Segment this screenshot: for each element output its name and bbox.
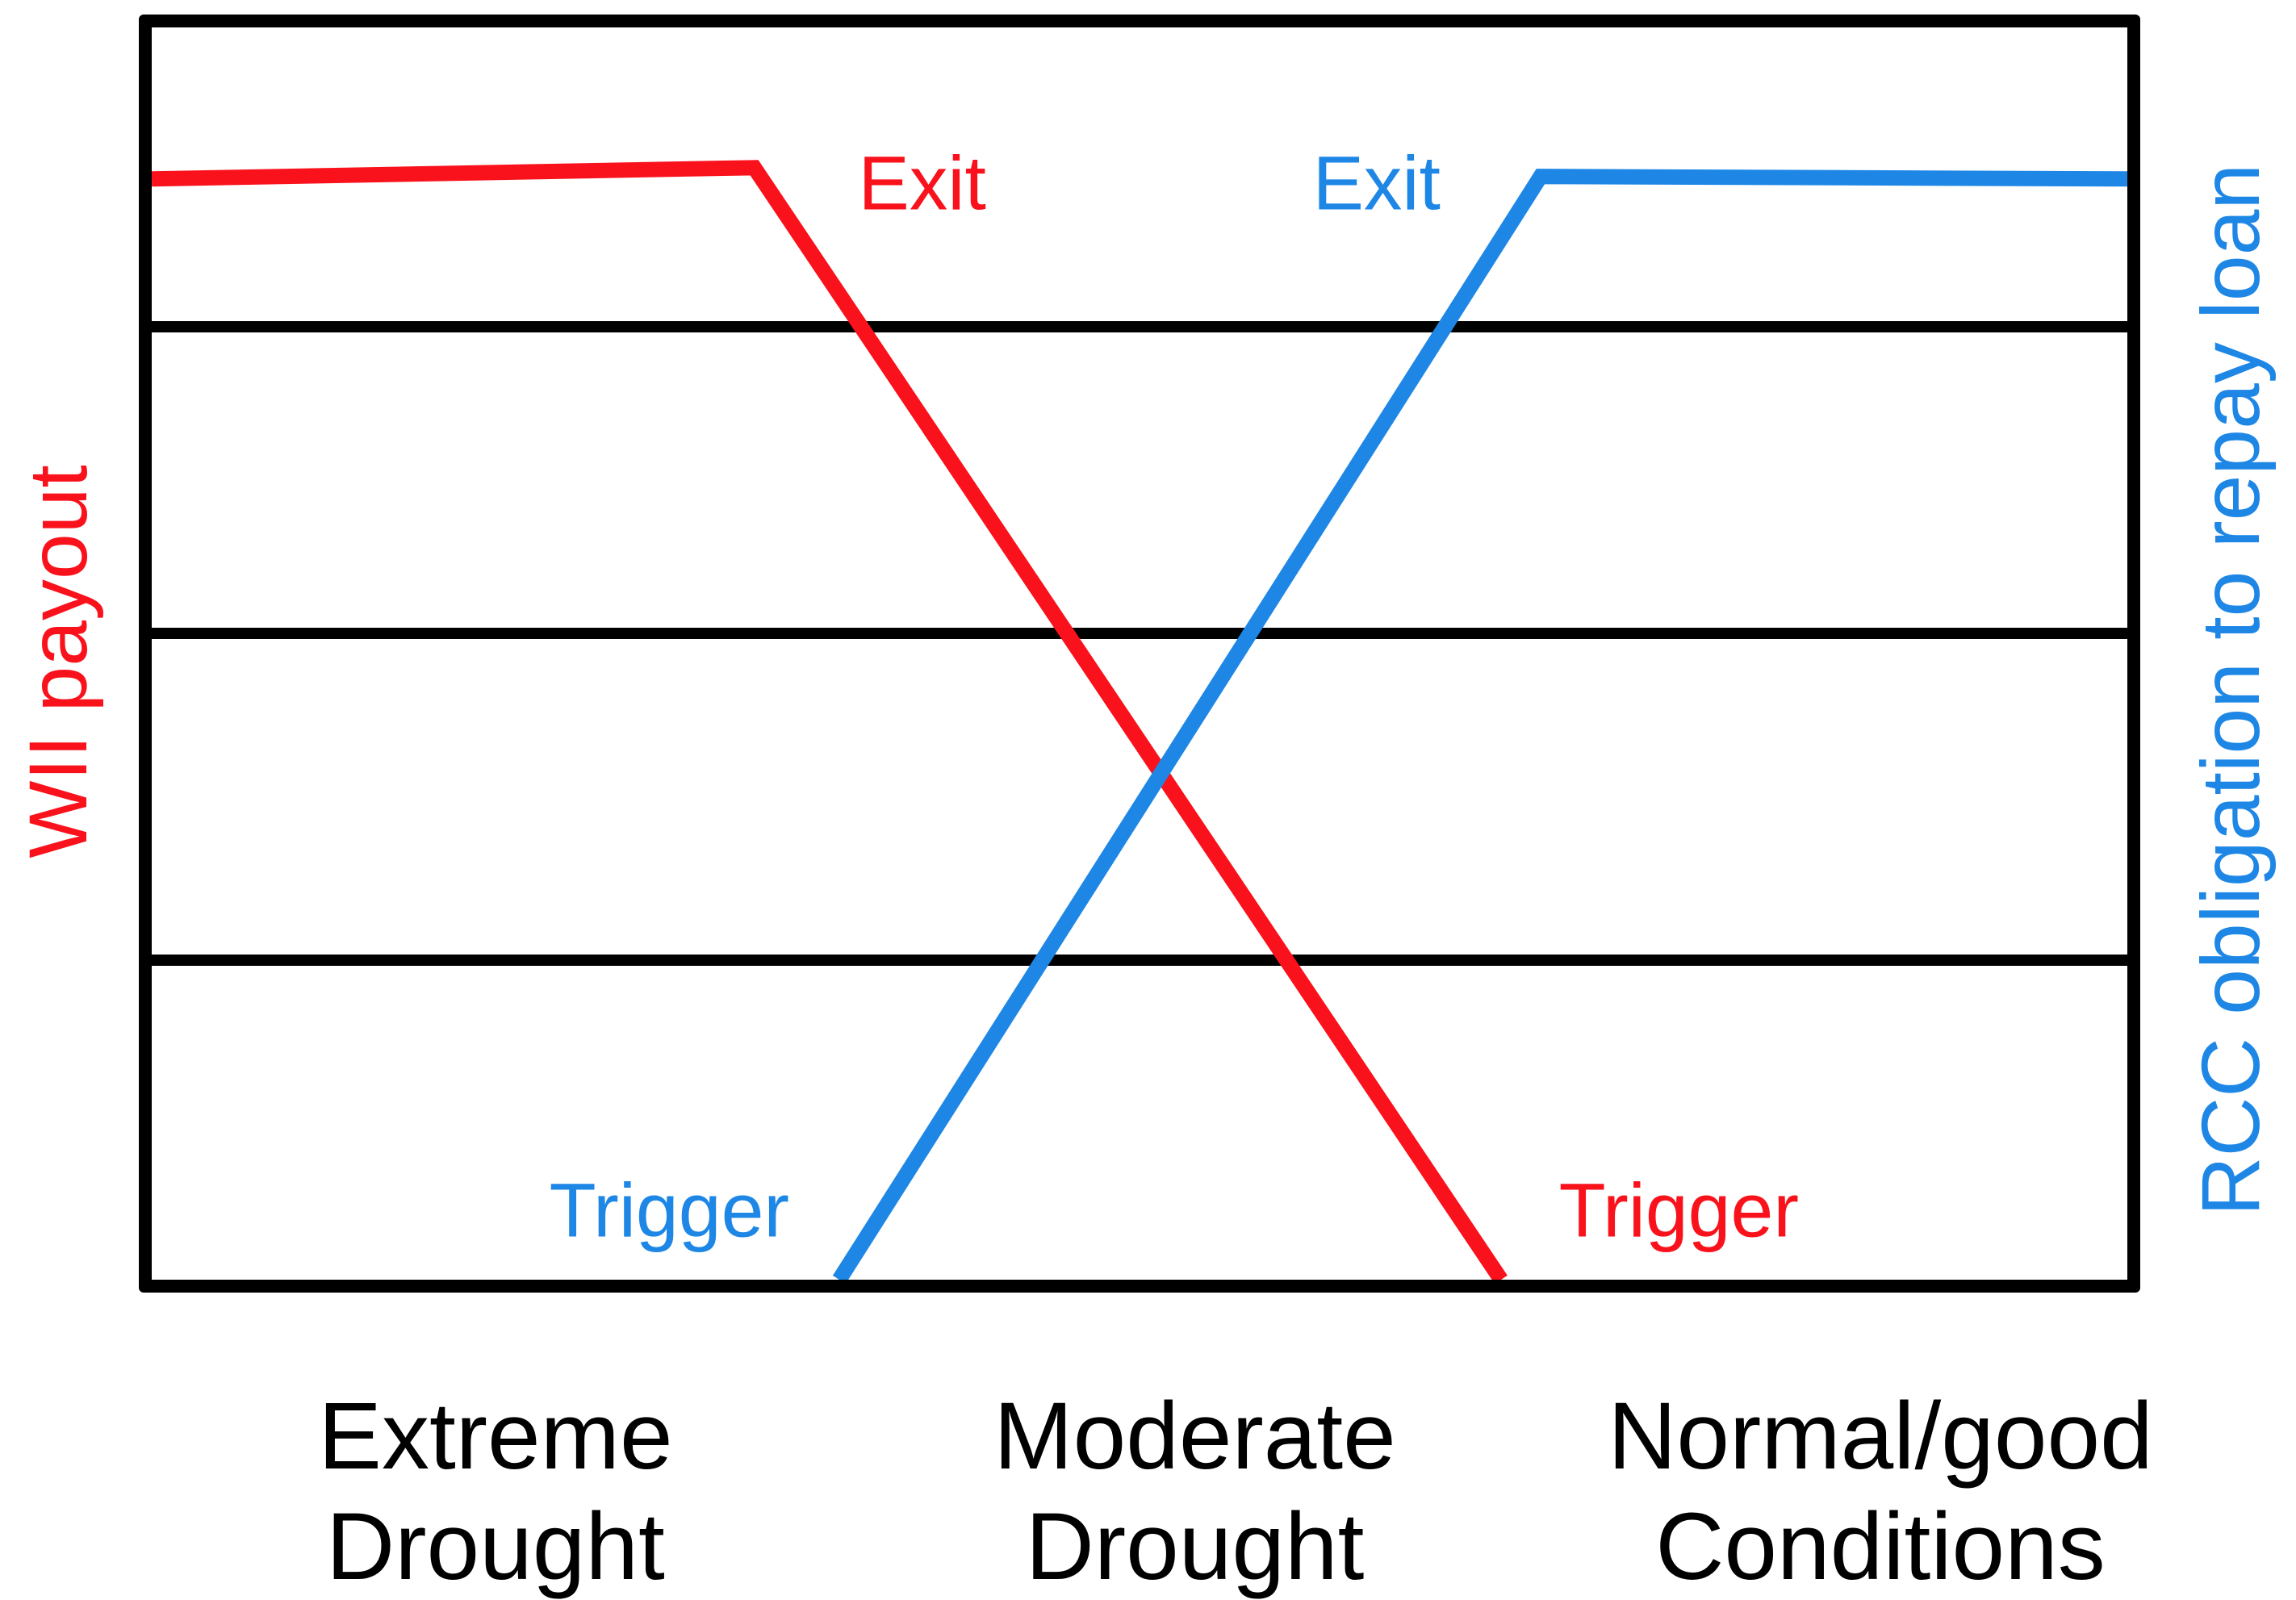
right-y-axis-label: RCC obligation to repay loan (2185, 163, 2277, 1217)
left-y-axis-label: WII payout (12, 465, 104, 858)
annotation-red-trigger: Trigger (1558, 1168, 1799, 1254)
x-axis-label-line2: Conditions (1655, 1493, 2106, 1600)
annotation-blue-trigger: Trigger (549, 1168, 790, 1254)
annotation-red-exit: Exit (858, 140, 986, 227)
annotation-blue-exit: Exit (1312, 140, 1441, 227)
x-axis-label-line2: Drought (326, 1493, 665, 1600)
plot-frame (139, 15, 2140, 1293)
x-axis-label-line1: Extreme (318, 1383, 673, 1489)
x-axis-label-line1: Moderate (993, 1383, 1396, 1489)
x-axis-label-line2: Drought (1025, 1493, 1365, 1600)
x-axis-label-line1: Normal/good (1608, 1383, 2153, 1489)
